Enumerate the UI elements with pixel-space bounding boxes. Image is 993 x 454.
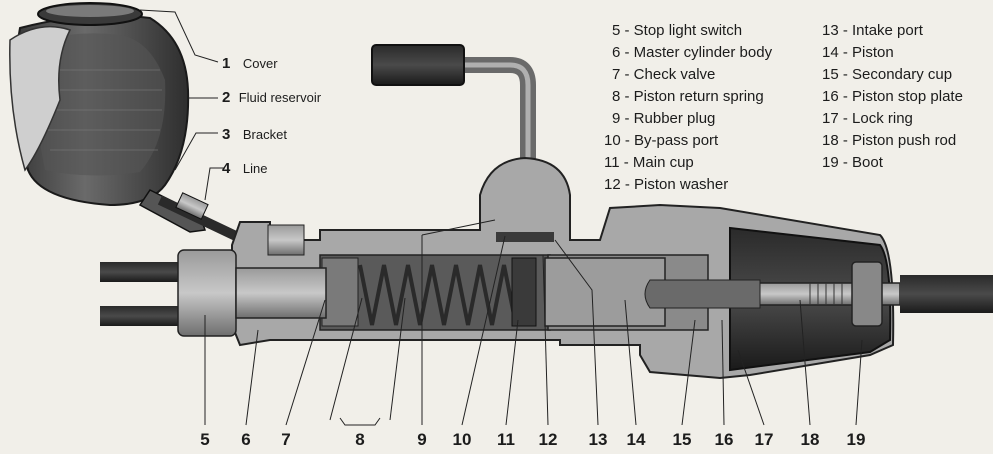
callout-6: 6 [241,430,251,449]
legend-item-3: 3 Bracket [222,126,287,143]
callout-17: 17 [754,430,774,449]
feed-pipe [371,44,536,235]
fluid-reservoir [9,14,190,207]
legend-item-1: 1 Cover [222,55,278,72]
callout-10: 10 [452,430,472,449]
main-cup [511,257,537,327]
legend-item-17: 17 - Lock ring [822,110,913,127]
callout-11: 11 [497,430,515,449]
check-valve [321,257,359,327]
reservoir-cover [37,2,143,26]
legend-item-14: 14 - Piston [822,44,894,61]
legend-item-12: 12 - Piston washer [604,176,729,193]
legend-item-10: 10 - By-pass port [604,132,719,149]
legend-item-6: 6 - Master cylinder body [612,44,773,61]
legend-item-5: 5 - Stop light switch [612,22,743,39]
legend-item-15: 15 - Secondary cup [822,66,953,83]
callout-15: 15 [672,430,692,449]
callout-18: 18 [800,430,820,449]
callout-8: 8 [355,430,365,449]
legend-item-7: 7 - Check valve [612,66,716,83]
legend-item-13: 13 - Intake port [822,22,923,39]
callout-5: 5 [200,430,210,449]
callout-leaders [204,219,863,426]
callout-19: 19 [846,430,866,449]
legend-item-16: 16 - Piston stop plate [822,88,963,105]
piston-return-spring [358,264,518,326]
callout-16: 16 [714,430,734,449]
callout-14: 14 [626,430,646,449]
legend-item-19: 19 - Boot [822,154,883,171]
callout-7: 7 [281,430,291,449]
legend-item-18: 18 - Piston push rod [822,132,957,149]
legend-item-2: 2 Fluid reservoir [222,89,322,106]
fluid-line [157,192,243,243]
callout-9: 9 [417,430,427,449]
callout-13: 13 [588,430,608,449]
stop-light-switch [100,224,327,337]
callout-12: 12 [538,430,558,449]
legend-item-4: 4 Line [222,160,268,177]
intake-port [496,232,554,242]
legend-item-9: 9 - Rubber plug [612,110,716,127]
legend-item-8: 8 - Piston return spring [612,88,764,105]
leader-lines-reservoir [139,9,225,201]
legend-item-11: 11 - Main cup [604,154,694,171]
